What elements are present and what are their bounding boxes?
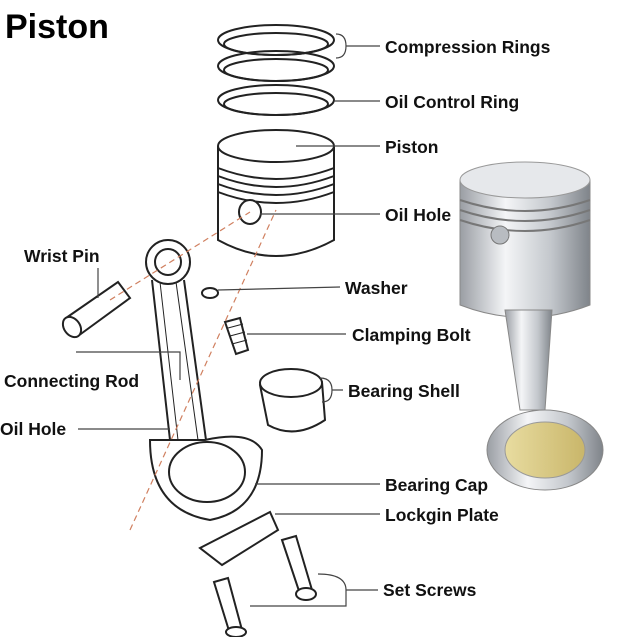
diagram-title: Piston [5, 8, 109, 46]
piston-outline [217, 129, 335, 257]
label-compression-rings: Compression Rings [385, 37, 551, 57]
label-washer: Washer [345, 278, 408, 298]
bearing-shell [258, 368, 327, 433]
clamping-bolt [223, 316, 250, 356]
label-oil-control-ring: Oil Control Ring [385, 92, 520, 112]
assembled-piston-image [459, 161, 604, 491]
label-oil-hole-piston: Oil Hole [385, 205, 452, 225]
label-set-screws: Set Screws [383, 580, 477, 600]
set-screws [212, 534, 317, 637]
pin-axis-line [109, 211, 251, 301]
label-oil-hole-rod: Oil Hole [0, 419, 67, 439]
wrist-pin [61, 280, 132, 339]
label-bearing-shell: Bearing Shell [348, 381, 460, 401]
compression-rings [217, 24, 335, 82]
leader-lines [76, 33, 380, 607]
label-wrist-pin: Wrist Pin [24, 246, 100, 266]
label-connecting-rod: Connecting Rod [4, 371, 140, 391]
axis-line [129, 209, 277, 531]
label-piston: Piston [385, 137, 439, 157]
washer [201, 287, 219, 299]
label-clamping-bolt: Clamping Bolt [352, 325, 471, 345]
oil-control-ring [217, 84, 335, 116]
locking-plate [198, 510, 280, 567]
connecting-rod [145, 239, 264, 522]
label-bearing-cap: Bearing Cap [385, 475, 489, 495]
label-locking-plate: Lockgin Plate [385, 505, 499, 525]
